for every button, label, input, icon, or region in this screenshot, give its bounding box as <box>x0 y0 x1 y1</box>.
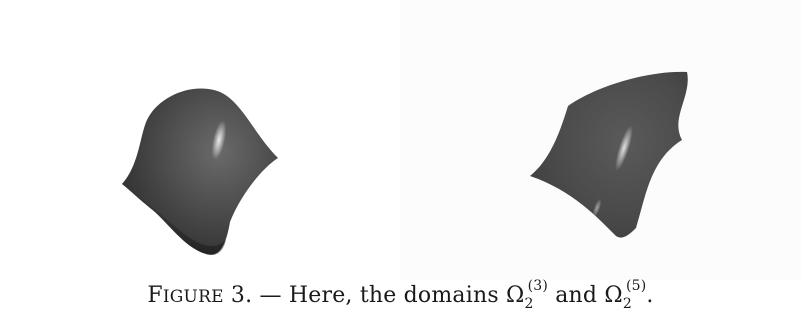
omega-superscript-2: (5) <box>625 278 647 294</box>
caption-dash: — <box>252 283 289 308</box>
caption-label-first: F <box>147 283 163 308</box>
caption-conjunction: and <box>548 283 605 308</box>
omega-superscript-1: (3) <box>527 278 549 294</box>
figure-caption: FIGURE 3. — Here, the domains Ω2(3) and … <box>0 278 801 312</box>
domain-omega-5-body <box>530 71 688 238</box>
caption-number: 3. <box>230 283 253 308</box>
domain-omega-5-surface <box>530 71 688 238</box>
figure-panel-left <box>0 0 400 280</box>
caption-text: Here, the domains <box>288 283 507 308</box>
omega-symbol-2: Ω2(5) <box>604 278 647 312</box>
omega-subscript-2: 2 <box>622 296 632 312</box>
domain-omega-3-highlight <box>211 120 227 160</box>
figure-panel-right <box>400 0 801 280</box>
domain-omega-5-highlight-small <box>592 198 602 218</box>
domain-omega-3-body <box>122 88 278 255</box>
domain-omega-5-highlight <box>615 125 633 171</box>
domain-omega-3-lower-shadow <box>122 184 226 256</box>
omega-symbol-1: Ω2(3) <box>506 278 549 312</box>
figure-area <box>0 0 801 280</box>
omega-subscript-1: 2 <box>524 296 534 312</box>
caption-period: . <box>646 283 654 308</box>
caption-label-rest: IGURE <box>162 287 224 307</box>
domain-omega-3-surface <box>122 88 278 256</box>
